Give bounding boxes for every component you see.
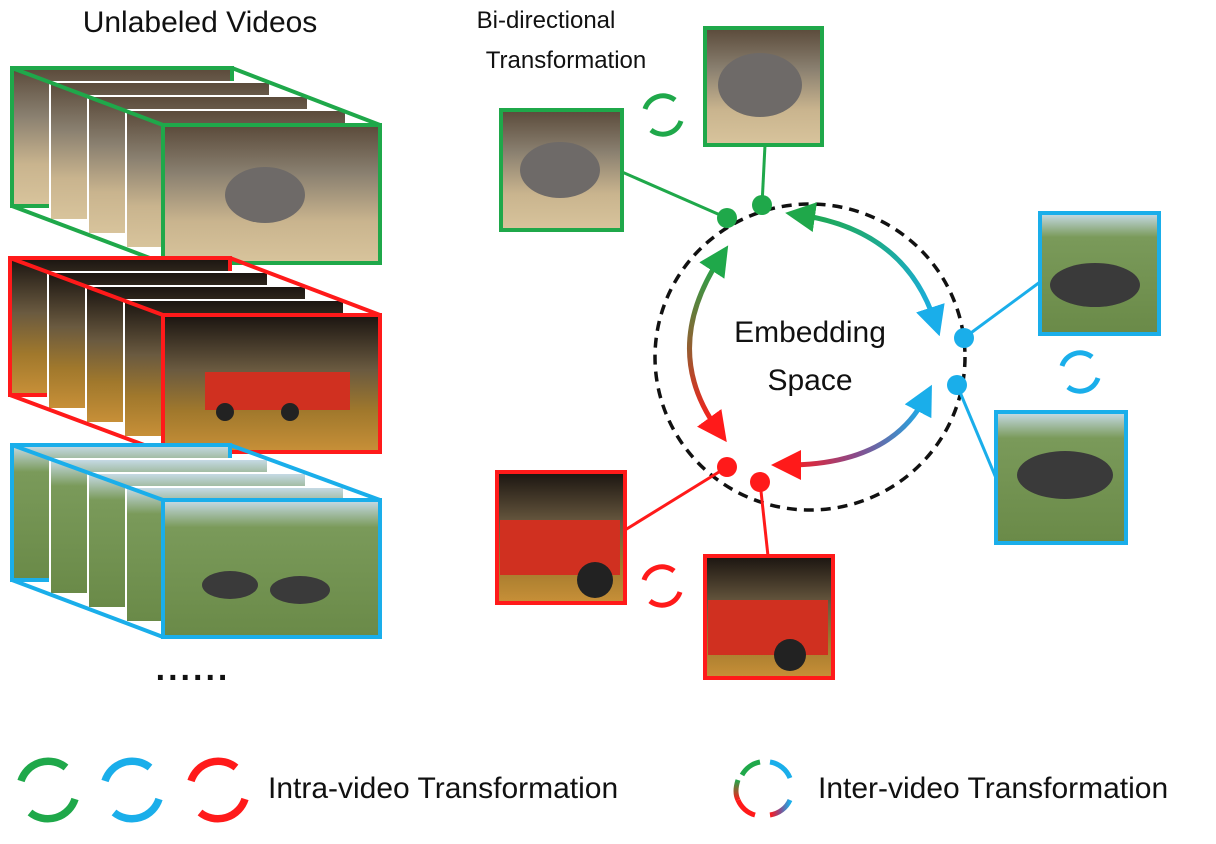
- elephant-clip-2: [703, 26, 824, 147]
- legend-inter-label: Inter-video Transformation: [818, 772, 1168, 805]
- inter-arrow-green-blue: [785, 202, 945, 337]
- intra-cycle-blue-icon: [1062, 353, 1098, 391]
- embedding-label-line1: Embedding: [734, 316, 886, 349]
- legend-intra-label: Intra-video Transformation: [268, 772, 618, 805]
- elephant-clip-1: [499, 108, 624, 232]
- embedding-point-red-2: [750, 472, 770, 492]
- fire-truck-clip-2: [703, 554, 835, 680]
- embedding-point-blue-1: [954, 328, 974, 348]
- more-videos-ellipsis: ......: [156, 650, 231, 688]
- legend-red-cycle-icon: [191, 761, 245, 819]
- bidirectional-label-line2: Transformation: [486, 47, 647, 74]
- legend-inter-cycle-icon: [733, 759, 793, 818]
- legend-green-cycle-icon: [21, 761, 75, 819]
- zebra-clip-2: [994, 410, 1128, 545]
- embedding-point-red-1: [717, 457, 737, 477]
- bidirectional-label-line1: Bi-directional: [477, 7, 616, 34]
- embedding-space-circle: [653, 202, 967, 512]
- inter-arrow-green-red: [687, 245, 729, 443]
- legend-blue-cycle-icon: [105, 761, 159, 819]
- fire-truck-clip-1: [495, 470, 627, 605]
- intra-cycle-green-icon: [645, 96, 681, 134]
- legend: Intra-video Transformation Inter-video T…: [21, 761, 1168, 819]
- embedding-label-line2: Space: [767, 364, 852, 397]
- embedding-point-green-2: [752, 195, 772, 215]
- zebra-video-stack: [10, 443, 382, 639]
- zebra-clip-1: [1038, 211, 1161, 336]
- elephant-video-stack: [10, 66, 382, 265]
- title: Unlabeled Videos: [83, 6, 318, 39]
- fire-truck-video-stack: [8, 256, 382, 454]
- embedding-point-green-1: [717, 208, 737, 228]
- inter-arrow-red-blue: [771, 384, 932, 480]
- embedding-point-blue-2: [947, 375, 967, 395]
- intra-cycle-red-icon: [644, 567, 680, 605]
